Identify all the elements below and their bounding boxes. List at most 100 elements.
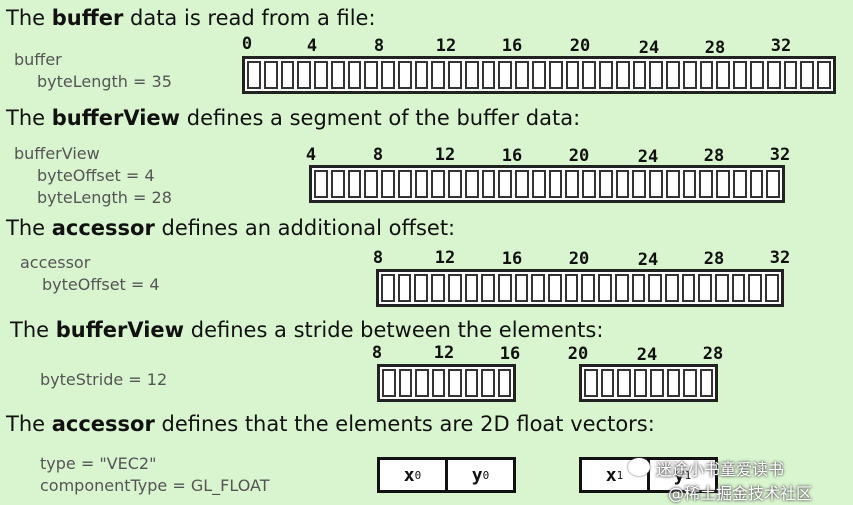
byte-cell	[599, 61, 613, 89]
byte-cell	[364, 170, 378, 198]
tick-label: 32	[769, 145, 791, 165]
byte-cell	[314, 61, 328, 89]
heading-accessor-offset: The accessor defines an additional offse…	[6, 216, 456, 240]
byte-cell	[347, 61, 362, 89]
tick-label: 16	[499, 344, 521, 364]
byte-cell	[414, 61, 429, 89]
tick-label: 12	[435, 36, 457, 56]
byte-cell	[448, 61, 462, 89]
byte-cell	[397, 274, 412, 302]
tick-label: 28	[704, 38, 726, 58]
tick-label: 12	[433, 343, 455, 363]
bufferview-bytes-strip	[309, 165, 785, 203]
tick-label: 8	[371, 343, 383, 363]
byte-cell	[800, 61, 815, 89]
bufferview-label: bufferView	[14, 144, 100, 163]
byte-cell	[783, 61, 798, 89]
byte-cell	[431, 61, 446, 89]
byte-cell	[649, 61, 664, 89]
byte-cell	[748, 274, 763, 302]
watermark-line1: 迷途小书童爱读书	[656, 460, 785, 479]
byte-cell	[715, 274, 729, 302]
byte-cell	[414, 274, 429, 302]
byte-cell	[497, 369, 511, 397]
byte-cell	[614, 274, 629, 302]
byte-cell	[716, 61, 731, 89]
byte-cell	[600, 369, 614, 397]
byte-cell	[564, 274, 579, 302]
byte-cell	[447, 274, 462, 302]
byte-cell	[247, 61, 261, 89]
tick-label: 16	[501, 249, 523, 269]
tick-label: 24	[637, 147, 659, 167]
accessor-label: accessor	[20, 253, 91, 272]
byte-cell	[817, 61, 831, 89]
byte-cell	[415, 369, 429, 397]
byte-cell	[263, 61, 278, 89]
byte-cell	[481, 170, 496, 198]
byte-cell	[481, 61, 496, 89]
byte-cell	[766, 170, 780, 198]
tick-label: 28	[702, 344, 724, 364]
byte-cell	[749, 61, 764, 89]
byte-cell	[682, 61, 697, 89]
tick-label: 32	[769, 248, 791, 268]
byte-cell	[581, 274, 596, 302]
byte-cell	[498, 170, 512, 198]
byte-cell	[364, 61, 379, 89]
watermark-line2: @稀土掘金技术社区	[668, 484, 813, 503]
byte-cell	[515, 61, 530, 89]
byte-cell	[464, 170, 479, 198]
byte-cell	[498, 61, 513, 89]
tick-label: 4	[305, 145, 317, 165]
byte-cell	[615, 170, 630, 198]
byte-cell	[732, 170, 747, 198]
byte-cell	[414, 170, 429, 198]
byte-cell	[381, 61, 395, 89]
byte-cell	[314, 170, 328, 198]
stride-element-0-strip	[377, 364, 516, 402]
byte-cell	[464, 369, 478, 397]
bufferview-bytelength: byteLength = 28	[37, 188, 172, 207]
byte-cell	[515, 170, 529, 198]
byte-cell	[699, 170, 713, 198]
byte-cell	[330, 61, 345, 89]
byte-cell	[584, 369, 598, 397]
byte-cell	[649, 170, 663, 198]
tick-label: 20	[568, 249, 590, 269]
buffer-label: buffer	[14, 50, 62, 69]
byte-cell	[598, 170, 613, 198]
byte-cell	[431, 274, 445, 302]
heading-bufferview-segment: The bufferView defines a segment of the …	[6, 106, 581, 130]
tick-label: 24	[638, 38, 660, 58]
byte-cell	[598, 274, 612, 302]
byte-cell	[582, 61, 597, 89]
byte-cell	[683, 369, 697, 397]
byte-cell	[681, 274, 696, 302]
byte-cell	[347, 170, 362, 198]
byte-cell	[382, 369, 396, 397]
byte-cell	[431, 369, 445, 397]
bytestride-label: byteStride = 12	[40, 370, 168, 389]
accessor-byteoffset: byteOffset = 4	[42, 275, 160, 294]
byte-cell	[280, 61, 295, 89]
byte-cell	[698, 274, 713, 302]
byte-cell	[666, 369, 680, 397]
byte-cell	[381, 170, 395, 198]
byte-cell	[297, 61, 312, 89]
byte-cell	[481, 369, 495, 397]
tick-label: 28	[703, 249, 725, 269]
tick-label: 24	[636, 345, 658, 365]
byte-cell	[531, 170, 546, 198]
tick-label: 8	[373, 36, 385, 56]
byte-cell	[632, 170, 646, 198]
type-label: type = "VEC2"	[40, 454, 157, 473]
heading-bufferview-stride: The bufferView defines a stride between …	[10, 318, 604, 342]
tick-label: 24	[637, 250, 659, 270]
tick-label: 8	[372, 248, 384, 268]
